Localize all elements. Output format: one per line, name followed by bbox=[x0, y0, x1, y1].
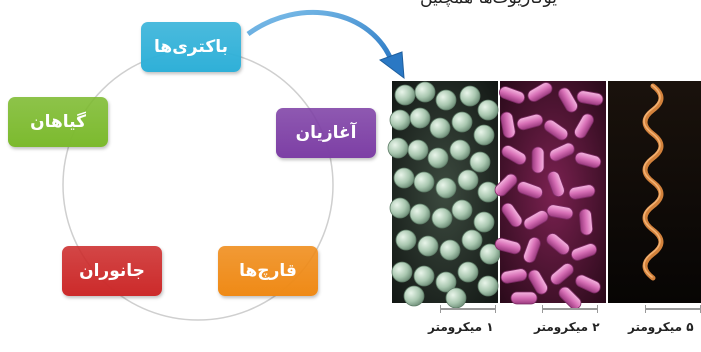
node-bacteria: باکتری‌ها bbox=[141, 22, 241, 72]
node-fungi: قارچ‌ها bbox=[218, 246, 318, 296]
node-plants-label: گیاهان bbox=[30, 112, 86, 132]
micrograph-spiral bbox=[608, 81, 701, 303]
scale-label-2: ۲ میکرومتر bbox=[534, 320, 600, 334]
scale-bar-1 bbox=[440, 308, 496, 310]
node-bacteria-label: باکتری‌ها bbox=[154, 37, 228, 57]
micrograph-rods bbox=[493, 80, 606, 311]
scale-bar-3 bbox=[645, 308, 701, 310]
scale-label-3: ۵ میکرومتر bbox=[628, 320, 694, 334]
scale-label-1: ۱ میکرومتر bbox=[428, 320, 494, 334]
scale-bar-2 bbox=[542, 308, 598, 310]
node-protists: آغازیان bbox=[276, 108, 376, 158]
node-fungi-label: قارچ‌ها bbox=[239, 261, 297, 281]
curved-arrow bbox=[248, 12, 392, 62]
node-animals: جانوران bbox=[62, 246, 162, 296]
arrow-head bbox=[380, 52, 404, 78]
node-animals-label: جانوران bbox=[79, 261, 145, 281]
node-plants: گیاهان bbox=[8, 97, 108, 147]
node-protists-label: آغازیان bbox=[296, 123, 357, 143]
micrograph-cocci bbox=[388, 81, 500, 308]
